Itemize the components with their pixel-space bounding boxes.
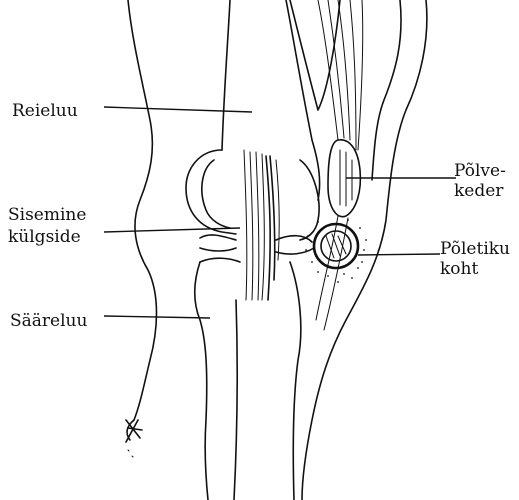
quadriceps-tendon bbox=[318, 0, 363, 150]
tibia-right-edge bbox=[290, 262, 301, 500]
lateral-condyle bbox=[300, 160, 319, 240]
label-patella-2: keder bbox=[454, 181, 504, 201]
label-tibia: Sääreluu bbox=[10, 311, 87, 331]
tibia-inner bbox=[234, 300, 237, 500]
leg-outline-right-inner bbox=[372, 0, 401, 180]
ligament-fibers bbox=[244, 150, 279, 300]
joint-line bbox=[200, 235, 314, 254]
foot-dots bbox=[128, 450, 133, 457]
leader-tibia bbox=[104, 316, 210, 318]
label-inflammation-2: koht bbox=[440, 259, 478, 279]
tibia-plateau bbox=[200, 258, 240, 262]
leg-outline-left bbox=[128, 0, 157, 420]
tibia-left-edge bbox=[195, 262, 208, 500]
condyle-inner bbox=[202, 160, 230, 228]
leader-inflammation bbox=[358, 254, 440, 255]
label-inflammation-1: Põletiku bbox=[440, 239, 510, 259]
label-femur: Reieluu bbox=[12, 101, 78, 121]
label-patella-1: Põlve- bbox=[454, 161, 506, 181]
foot-detail bbox=[126, 420, 142, 442]
leader-femur bbox=[104, 107, 252, 112]
label-medial-1: Sisemine bbox=[8, 205, 86, 225]
femur-left-edge bbox=[222, 0, 230, 150]
label-medial-2: külgside bbox=[8, 227, 81, 247]
